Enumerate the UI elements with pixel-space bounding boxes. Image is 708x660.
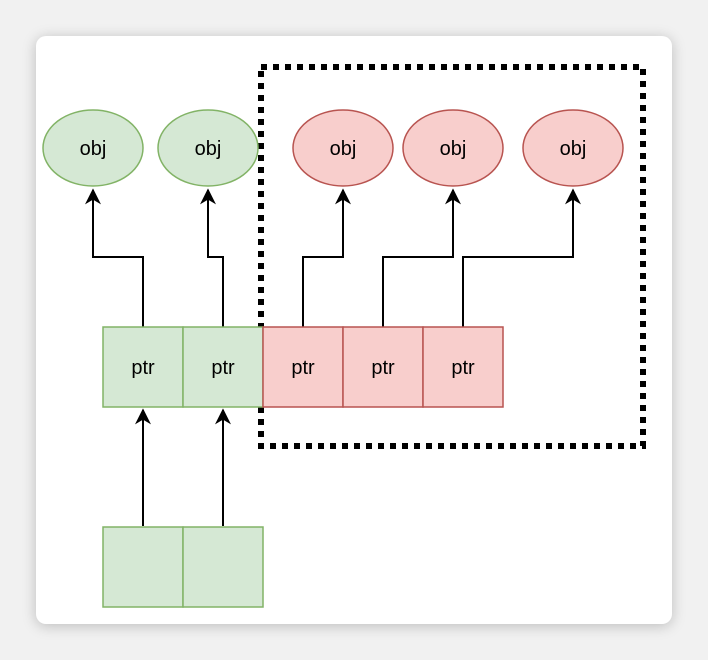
object-node[interactable]: obj <box>402 109 504 187</box>
object-label: obj <box>440 138 467 160</box>
pointer-label: ptr <box>291 357 315 379</box>
object-label: obj <box>330 138 357 160</box>
bottom-row <box>102 526 264 608</box>
pointer-cell[interactable]: ptr <box>102 326 184 408</box>
pointer-label: ptr <box>131 357 155 379</box>
pointer-label: ptr <box>451 357 475 379</box>
connector-ptr-4 <box>382 188 461 327</box>
object-node[interactable]: obj <box>292 109 394 187</box>
object-row: obj obj obj obj obj <box>42 109 624 187</box>
object-node[interactable]: obj <box>522 109 624 187</box>
pointer-cell[interactable]: ptr <box>182 326 264 408</box>
pointer-cell[interactable]: ptr <box>262 326 344 408</box>
bottom-cell[interactable] <box>182 526 264 608</box>
object-node[interactable]: obj <box>42 109 144 187</box>
object-label: obj <box>80 138 107 160</box>
pointer-connectors <box>85 188 581 327</box>
object-label: obj <box>195 138 222 160</box>
selection-frame <box>258 64 646 449</box>
bottom-cell[interactable] <box>102 526 184 608</box>
pointer-label: ptr <box>371 357 395 379</box>
connector-ptr-5 <box>462 188 581 327</box>
object-node[interactable]: obj <box>157 109 259 187</box>
cell-connectors <box>135 408 231 526</box>
connector-ptr-1 <box>85 188 144 327</box>
pointer-row: ptr ptr ptr ptr ptr <box>102 326 504 408</box>
pointer-label: ptr <box>211 357 235 379</box>
object-label: obj <box>560 138 587 160</box>
pointer-cell[interactable]: ptr <box>342 326 424 408</box>
pointer-cell[interactable]: ptr <box>422 326 504 408</box>
connector-ptr-2 <box>200 188 224 327</box>
connector-ptr-3 <box>302 188 351 327</box>
